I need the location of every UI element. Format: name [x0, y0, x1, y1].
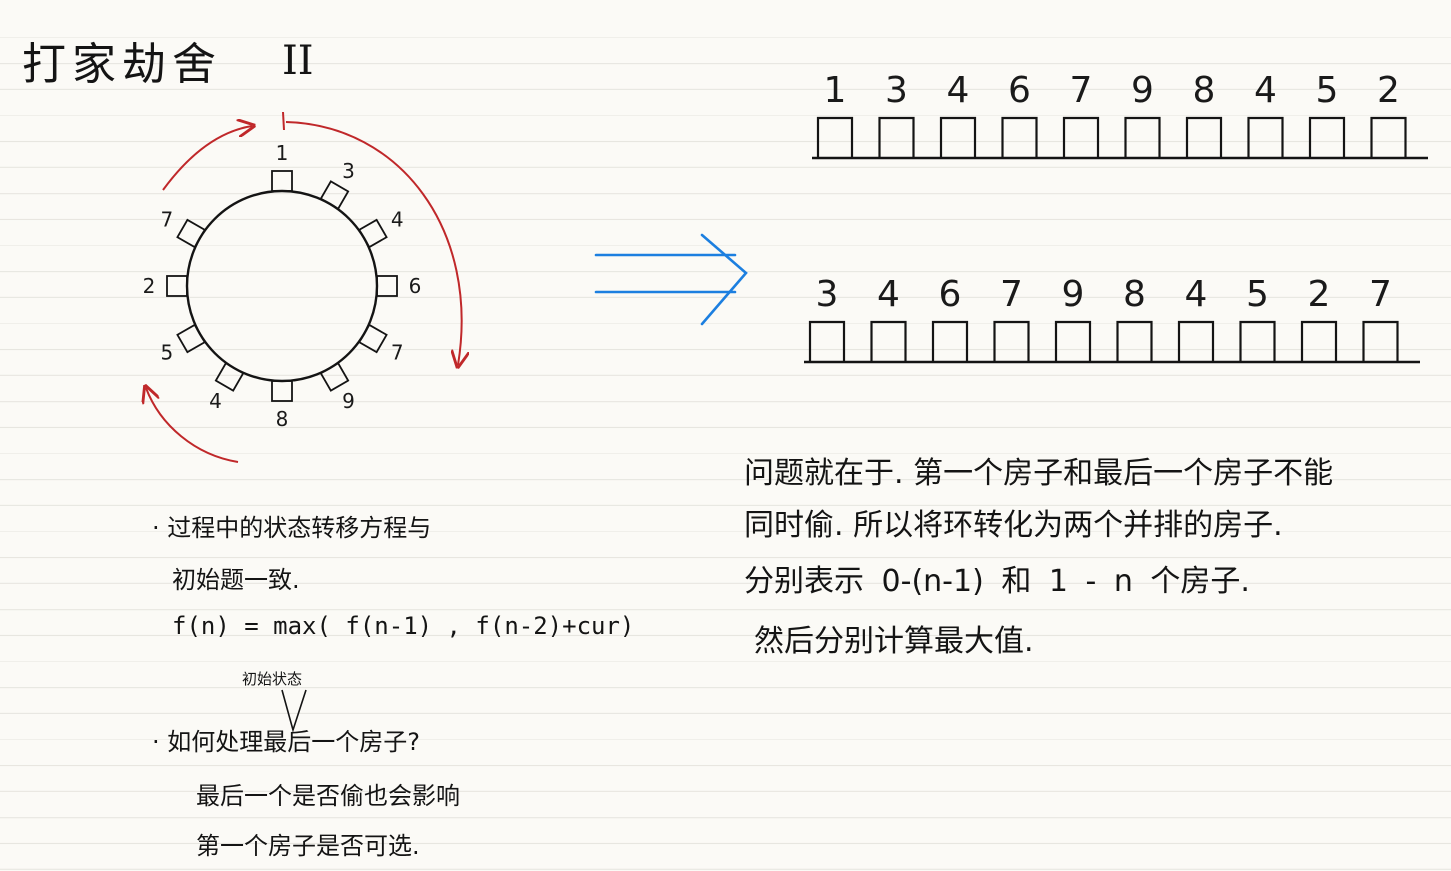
row-house-label: 6 [1008, 70, 1031, 111]
row-house [1054, 320, 1092, 362]
explanation-line-2: 同时偷. 所以将环转化为两个并排的房子. [744, 508, 1283, 543]
red-arrow-top-left [162, 126, 252, 191]
row-house [1362, 320, 1399, 362]
row-house [870, 320, 907, 362]
blue-arrow-icon [594, 233, 748, 326]
red-tick-top [282, 111, 285, 131]
circle-house [271, 380, 293, 402]
circle-house [176, 218, 206, 249]
insert-caret [281, 689, 307, 733]
row-house-label: 2 [1377, 70, 1400, 111]
row-house [1247, 116, 1284, 158]
row-house-label: 8 [1123, 274, 1146, 315]
row-house-label: 9 [1131, 70, 1154, 111]
red-arrow-bottom-left [146, 388, 239, 463]
row-house [816, 116, 854, 158]
circle-house [214, 362, 245, 392]
circle-house-label: 6 [409, 274, 422, 298]
title-roman-numeral: II [282, 38, 314, 84]
row-house [1308, 116, 1346, 158]
explanation-line-1: 问题就在于. 第一个房子和最后一个房子不能 [744, 456, 1334, 491]
circle-house-label: 3 [342, 159, 355, 183]
circle-house-label: 7 [391, 341, 404, 365]
circle-house [271, 170, 293, 192]
circle-house [358, 323, 388, 354]
circle-house [319, 362, 350, 392]
row-house [1124, 116, 1161, 158]
circle-house-label: 2 [143, 274, 156, 298]
note-bullet-1: · 过程中的状态转移方程与 [152, 514, 432, 542]
circle-house-label: 5 [160, 341, 173, 365]
circle-house-label: 8 [276, 407, 289, 431]
explanation-line-4: 然后分别计算最大值. [754, 624, 1034, 659]
row-house-label: 8 [1193, 70, 1216, 111]
transition-formula: f(n) = max( f(n-1) , f(n-2)+cur) [172, 612, 635, 640]
row-house-label: 9 [1062, 274, 1085, 315]
row-house [1300, 320, 1338, 362]
row-house-label: 5 [1316, 70, 1339, 111]
note-bullet-2: · 如何处理最后一个房子? [152, 728, 420, 756]
circle-house [166, 275, 188, 297]
circle-house [319, 180, 350, 210]
row-house-label: 1 [824, 70, 847, 111]
circle-house-label: 7 [160, 208, 173, 232]
row-house-label: 4 [947, 70, 970, 111]
circle-house [376, 275, 398, 297]
row-house [1062, 116, 1100, 158]
row-house [1185, 116, 1223, 158]
row-house [878, 116, 915, 158]
circle-houses: 1 3 4 6 7 9 8 4 5 2 7 [143, 141, 422, 431]
row-house-label: 4 [1254, 70, 1277, 111]
row-house [993, 320, 1030, 362]
note-bullet-1-cont: 初始题一致. [172, 566, 300, 594]
row-house-label: 4 [1185, 274, 1208, 315]
row-house-label: 5 [1246, 274, 1269, 315]
row-house [808, 320, 846, 362]
note-bullet-2-cont-1: 最后一个是否偷也会影响 [196, 782, 460, 810]
row-house [1370, 116, 1407, 158]
house-ring [185, 189, 379, 383]
caret-note: 初始状态 [242, 670, 303, 688]
row-house-label: 7 [1369, 274, 1392, 315]
circle-house [358, 218, 388, 249]
row-house [931, 320, 969, 362]
row-house-label: 6 [939, 274, 962, 315]
row-house-label: 7 [1000, 274, 1023, 315]
circle-house [176, 323, 206, 354]
red-arrow-clockwise [285, 121, 462, 365]
page-title: 打家劫舍 [22, 39, 222, 90]
circle-house-label: 4 [209, 389, 222, 413]
circle-house-label: 9 [342, 389, 355, 413]
row-house [1001, 116, 1038, 158]
row-house [1239, 320, 1276, 362]
circle-house-label: 1 [276, 141, 289, 165]
row-house-label: 3 [885, 70, 908, 111]
row-house-label: 3 [816, 274, 839, 315]
row-house [1177, 320, 1215, 362]
row-house [1116, 320, 1153, 362]
row-house-label: 4 [877, 274, 900, 315]
note-bullet-2-cont-2: 第一个房子是否可选. [196, 832, 420, 860]
circle-house-label: 4 [391, 208, 404, 232]
explanation-line-3: 分别表示 0-(n-1) 和 1 - n 个房子. [744, 564, 1250, 599]
row-house [939, 116, 977, 158]
row-house-label: 7 [1070, 70, 1093, 111]
row-house-label: 2 [1308, 274, 1331, 315]
